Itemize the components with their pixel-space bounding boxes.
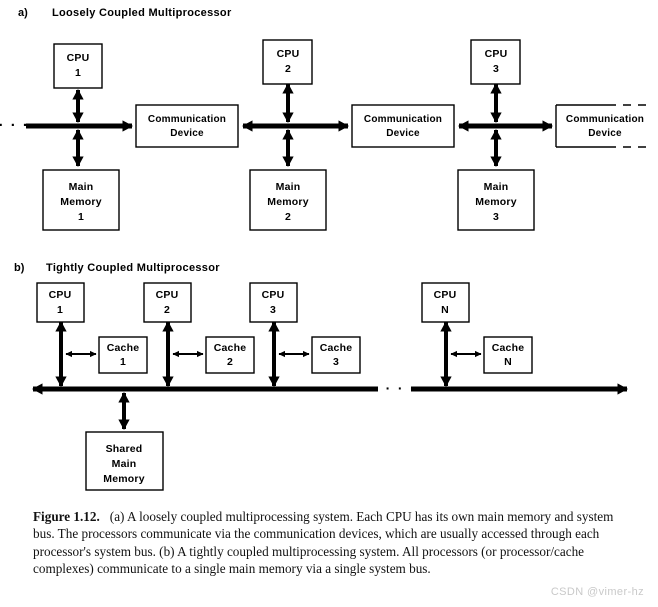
figure-number: Figure 1.12. <box>33 509 100 524</box>
box-cache-N-b-line2: N <box>504 356 512 368</box>
box-shared-memory-line2: Main <box>112 458 137 470</box>
box-shared-main-memory: Shared Main Memory <box>85 431 164 491</box>
box-cpu-3-b-line2: 3 <box>270 304 276 316</box>
box-shared-memory-line1: Shared <box>106 443 143 455</box>
section-a-title: Loosely Coupled Multiprocessor <box>52 7 232 19</box>
figure-caption-text: (a) A loosely coupled multiprocessing sy… <box>33 509 614 577</box>
box-cache-N-b: Cache N <box>483 336 533 374</box>
box-memory-1-a: Main Memory 1 <box>42 169 120 231</box>
box-cpu-N-b: CPU N <box>421 282 470 323</box>
box-cpu-N-b-line1: CPU <box>434 289 457 301</box>
box-comm-device-2-line1: Communication <box>364 114 442 125</box>
box-cpu-N-b-line2: N <box>441 304 449 316</box>
box-cache-1-b: Cache 1 <box>98 336 148 374</box>
box-memory-3-a: Main Memory 3 <box>457 169 535 231</box>
box-comm-device-1: Communication Device <box>135 104 239 148</box>
box-cpu-2-b-line2: 2 <box>164 304 170 316</box>
box-comm-device-3-line2: Device <box>588 128 622 139</box>
box-comm-device-1-line2: Device <box>170 128 204 139</box>
box-cpu-2-a-line2: 2 <box>285 63 291 75</box>
bus-ellipsis-b: · · · · <box>374 380 417 396</box>
box-memory-3-a-line3: 3 <box>493 211 499 223</box>
box-cache-2-b: Cache 2 <box>205 336 255 374</box>
box-memory-2-a: Main Memory 2 <box>249 169 327 231</box>
box-cache-2-b-line2: 2 <box>227 356 233 368</box>
ellipsis-left-a: · · · <box>0 117 29 134</box>
box-comm-device-3-line1: Communication <box>566 114 644 125</box>
box-cpu-3-b-line1: CPU <box>262 289 285 301</box>
box-cpu-3-a-line2: 3 <box>493 63 499 75</box>
box-cache-3-b-line1: Cache <box>320 342 353 354</box>
csdn-watermark: CSDN @vimer-hz <box>550 586 644 598</box>
box-comm-device-2-line2: Device <box>386 128 420 139</box>
box-shared-memory-line3: Memory <box>103 473 144 485</box>
box-cache-1-b-line2: 1 <box>120 356 126 368</box>
box-memory-1-a-line2: Memory <box>60 196 101 208</box>
box-cpu-2-b: CPU 2 <box>143 282 192 323</box>
box-memory-3-a-line1: Main <box>484 181 509 193</box>
box-comm-device-2: Communication Device <box>351 104 455 148</box>
box-cpu-3-a: CPU 3 <box>470 39 521 85</box>
box-memory-3-a-line2: Memory <box>475 196 516 208</box>
box-cache-3-b-line2: 3 <box>333 356 339 368</box>
box-cpu-1-b-line1: CPU <box>49 289 72 301</box>
figure-caption: Figure 1.12.(a) A loosely coupled multip… <box>33 508 633 578</box>
box-cpu-1-a-line1: CPU <box>67 52 90 64</box>
box-memory-2-a-line2: Memory <box>267 196 308 208</box>
system-bus-b: · · · · <box>32 380 628 396</box>
box-cache-3-b: Cache 3 <box>311 336 361 374</box>
box-cpu-1-b: CPU 1 <box>36 282 85 323</box>
figure-svg: · · · CPU 1 Main Memory 1 Communication … <box>0 39 652 491</box>
box-cache-N-b-line1: Cache <box>492 342 525 354</box>
box-cpu-3-a-line1: CPU <box>485 48 508 60</box>
box-cpu-2-a: CPU 2 <box>262 39 313 85</box>
section-a-letter: a) <box>18 7 28 19</box>
box-memory-1-a-line3: 1 <box>78 211 84 223</box>
section-b-title: Tightly Coupled Multiprocessor <box>46 262 220 274</box>
box-cpu-1-a-line2: 1 <box>75 67 81 79</box>
box-cpu-1-b-line2: 1 <box>57 304 63 316</box>
box-cpu-1-a: CPU 1 <box>53 43 103 89</box>
box-comm-device-3: Communication Device <box>555 104 652 148</box>
section-b-letter: b) <box>14 262 25 274</box>
box-memory-1-a-line1: Main <box>69 181 94 193</box>
figure-illustration: a) Loosely Coupled Multiprocessor b) Tig… <box>0 7 652 491</box>
box-cpu-2-b-line1: CPU <box>156 289 179 301</box>
box-cache-1-b-line1: Cache <box>107 342 140 354</box>
box-cpu-2-a-line1: CPU <box>277 48 300 60</box>
box-memory-2-a-line3: 2 <box>285 211 291 223</box>
box-memory-2-a-line1: Main <box>276 181 301 193</box>
box-comm-device-1-line1: Communication <box>148 114 226 125</box>
box-cache-2-b-line1: Cache <box>214 342 247 354</box>
box-cpu-3-b: CPU 3 <box>249 282 298 323</box>
